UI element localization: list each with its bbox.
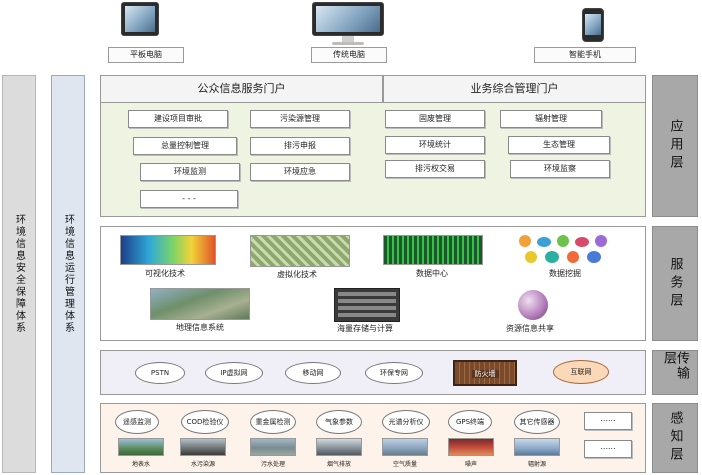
photo-label-sewage-treatment: 污水处理 <box>260 461 285 468</box>
service-data-mining: 数据挖掘 <box>549 269 581 278</box>
resource-sharing-image <box>488 288 580 322</box>
service-visualization: 可视化技术 <box>145 269 185 278</box>
layer-label-service: 服务层 <box>652 226 698 341</box>
mass-storage-image <box>318 288 418 322</box>
photo-label-water-pollution: 水污染源 <box>190 461 215 468</box>
sensor-more: ...... <box>584 412 632 430</box>
layer-label-transport: 传输层 <box>652 350 698 395</box>
operations-system-pillar: 环境信息运行管理体系 <box>51 75 85 473</box>
security-system-label: 环境信息安全保障体系 <box>13 214 25 334</box>
module-env-emergency: 环境应急 <box>250 163 350 181</box>
module-solid-waste: 固废管理 <box>385 110 485 128</box>
device-label-tablet: 平板电脑 <box>108 47 184 63</box>
module-discharge-declaration: 排污申报 <box>250 137 350 155</box>
business-management-portal: 业务综合管理门户 <box>383 75 646 103</box>
module-emission-trading: 排污权交易 <box>385 160 485 178</box>
photo-sewage-treatment <box>250 438 296 456</box>
service-gis: 地理信息系统 <box>176 323 224 332</box>
photo-label-flue-gas: 烟气排放 <box>326 461 351 468</box>
data-center-image <box>383 235 483 265</box>
photo-label-noise: 噪声 <box>464 461 477 468</box>
service-mass-storage: 海量存储与计算 <box>337 324 393 333</box>
module-env-monitoring: 环境监测 <box>140 163 240 181</box>
service-data-center: 数据中心 <box>416 269 448 278</box>
sensor-gps-terminal: GPS终端 <box>448 410 492 434</box>
module-radiation: 辐射管理 <box>500 110 602 128</box>
security-system-pillar: 环境信息安全保障体系 <box>2 75 36 473</box>
operations-system-label: 环境信息运行管理体系 <box>62 214 74 334</box>
sensor-meteorology: 气象参数 <box>316 410 362 434</box>
data-mining-image <box>515 233 611 267</box>
sensor-other: 其它传感器 <box>514 410 560 434</box>
sensor-cod-tester: COD检验仪 <box>181 410 229 434</box>
tablet-icon <box>121 2 159 36</box>
module-env-inspection: 环境监察 <box>510 160 610 178</box>
layer-label-sensing: 感知层 <box>652 403 698 473</box>
module-ecology: 生态管理 <box>508 136 610 154</box>
photo-air-quality <box>382 438 428 456</box>
desktop-monitor-icon <box>312 2 384 46</box>
gis-image <box>150 288 250 320</box>
module-env-statistics: 环境统计 <box>385 136 485 154</box>
layer-label-application: 应用层 <box>652 75 698 217</box>
network-env-private: 环保专网 <box>365 362 423 384</box>
photo-label-radiation-source: 辐射源 <box>527 461 546 468</box>
service-virtualization: 虚拟化技术 <box>277 270 317 279</box>
service-resource-sharing: 资源信息共享 <box>506 324 554 333</box>
network-internet: 互联网 <box>553 360 609 384</box>
device-label-smartphone: 智能手机 <box>534 47 636 63</box>
device-label-desktop: 传统电脑 <box>311 47 387 63</box>
module-project-approval: 建设项目审批 <box>128 110 228 128</box>
module-more: - - - <box>140 190 238 208</box>
public-service-portal: 公众信息服务门户 <box>100 75 383 103</box>
smartphone-icon <box>582 8 604 42</box>
photo-flue-gas <box>316 438 362 456</box>
photo-noise <box>448 438 494 456</box>
photo-radiation-source <box>514 438 560 456</box>
virtualization-image <box>250 235 350 267</box>
sensor-heavy-metal: 重金属检测 <box>250 410 296 434</box>
firewall-icon: 防火墙 <box>453 360 517 386</box>
photo-more: ...... <box>584 440 632 458</box>
network-pstn: PSTN <box>135 362 185 384</box>
photo-water-pollution <box>180 438 226 456</box>
sensor-spectrometer: 光谱分析仪 <box>382 410 430 434</box>
firewall-label: 防火墙 <box>471 370 499 378</box>
photo-label-air-quality: 空气质量 <box>392 461 417 468</box>
network-ip-virtual: IP虚拟网 <box>205 362 263 384</box>
photo-surface-water <box>118 438 164 456</box>
network-mobile: 移动网 <box>285 362 341 384</box>
module-total-control: 总量控制管理 <box>133 137 237 155</box>
sensor-remote-sensing: 遥感监测 <box>115 410 159 434</box>
photo-label-surface-water: 地表水 <box>131 461 150 468</box>
module-pollution-source: 污染源管理 <box>250 110 350 128</box>
visualization-image <box>120 235 216 265</box>
